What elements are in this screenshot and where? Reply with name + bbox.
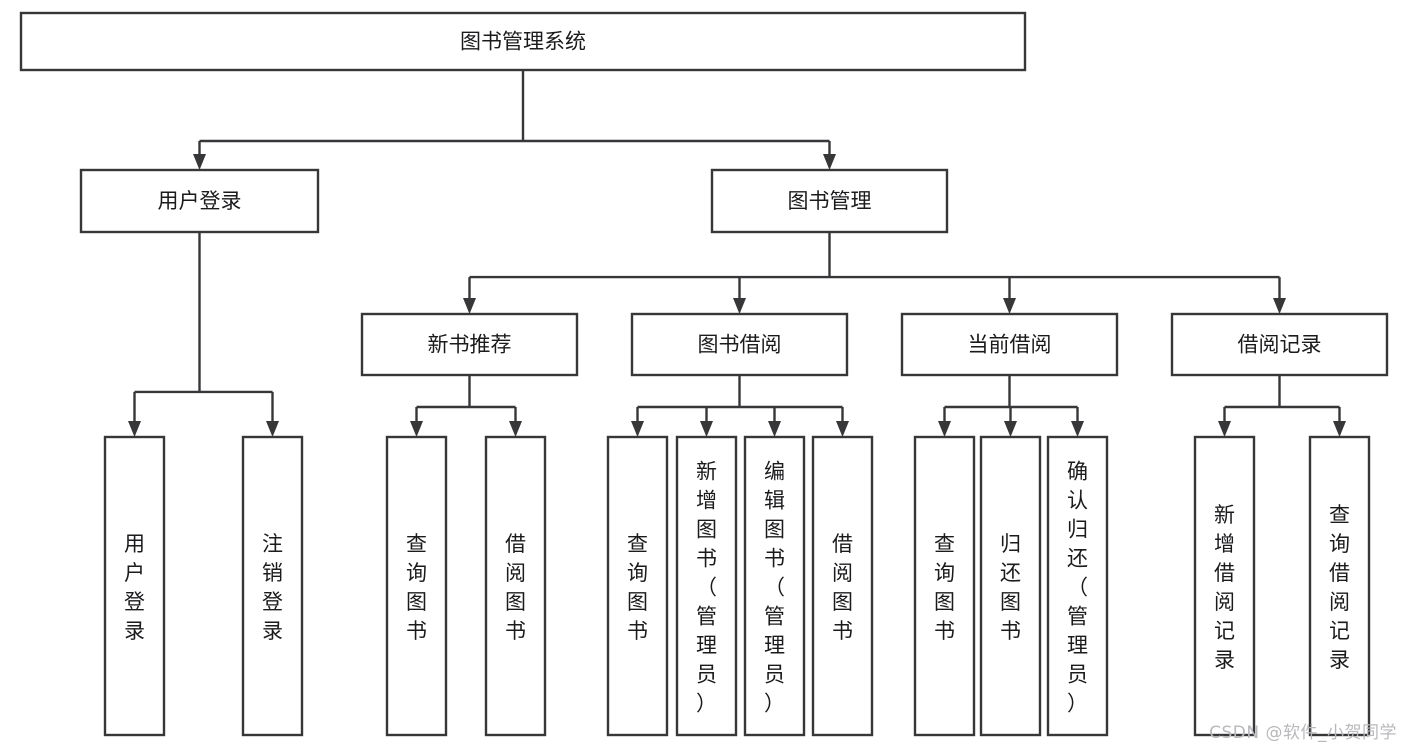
node-new-book-rec[interactable]: 新书推荐 [360,312,579,377]
node-leaf-user-login[interactable]: 用户登录 [103,435,166,737]
node-leaf-query-book-c[interactable]: 查询图书 [913,435,976,737]
node-box-leaf-add-book[interactable] [675,435,738,737]
node-label-leaf-query-book-b: 查询图书 [627,532,648,643]
edge-group-current-borrow [938,375,1084,437]
node-label-leaf-confirm-return: 确认归还（管理员） [1067,460,1088,716]
node-label-book-borrow: 图书借阅 [698,333,782,357]
node-leaf-return-book[interactable]: 归还图书 [979,435,1042,737]
node-label-user-login: 用户登录 [158,189,242,213]
node-box-leaf-return-book[interactable] [979,435,1042,737]
edge-group-new-book-rec [410,375,522,437]
node-leaf-add-book[interactable]: 新增图书（管理员） [675,435,738,737]
node-box-new-book-rec[interactable] [360,312,579,377]
node-leaf-borrow-book-b[interactable]: 借阅图书 [811,435,874,737]
node-box-root[interactable] [19,11,1027,72]
node-label-leaf-query-book-c: 查询图书 [934,532,955,643]
node-label-leaf-add-book: 新增图书（管理员） [696,460,717,716]
edge-group-borrow-record [1218,375,1346,437]
node-box-user-login[interactable] [79,168,320,234]
node-label-current-borrow: 当前借阅 [968,333,1052,357]
node-box-book-manage[interactable] [710,168,949,234]
nodes-layer: 图书管理系统用户登录图书管理新书推荐图书借阅当前借阅借阅记录用户登录注销登录查询… [19,11,1389,737]
node-box-leaf-edit-book[interactable] [743,435,806,737]
node-leaf-add-record[interactable]: 新增借阅记录 [1193,435,1256,737]
node-label-new-book-rec: 新书推荐 [428,333,512,357]
node-leaf-borrow-book-a[interactable]: 借阅图书 [484,435,547,737]
node-box-leaf-user-login[interactable] [103,435,166,737]
edge-group-book-borrow [631,375,849,437]
node-leaf-query-book-b[interactable]: 查询图书 [606,435,669,737]
node-box-leaf-borrow-book-b[interactable] [811,435,874,737]
node-label-borrow-record: 借阅记录 [1238,333,1322,357]
node-leaf-confirm-return[interactable]: 确认归还（管理员） [1046,435,1109,737]
node-box-leaf-logout[interactable] [241,435,304,737]
node-borrow-record[interactable]: 借阅记录 [1170,312,1389,377]
node-box-book-borrow[interactable] [630,312,849,377]
csdn-watermark: CSDN @软件_小贺同学 [1209,723,1397,743]
node-book-borrow[interactable]: 图书借阅 [630,312,849,377]
node-label-leaf-user-login: 用户登录 [124,532,145,643]
node-root[interactable]: 图书管理系统 [19,11,1027,72]
node-box-borrow-record[interactable] [1170,312,1389,377]
node-box-leaf-query-book-a[interactable] [385,435,448,737]
node-label-leaf-borrow-book-a: 借阅图书 [505,532,526,643]
node-leaf-edit-book[interactable]: 编辑图书（管理员） [743,435,806,737]
node-book-manage[interactable]: 图书管理 [710,168,949,234]
edge-group-root [193,70,836,170]
node-current-borrow[interactable]: 当前借阅 [900,312,1119,377]
edges-layer [128,70,1346,437]
node-label-leaf-logout: 注销登录 [262,532,283,643]
node-label-root: 图书管理系统 [460,30,586,54]
node-box-leaf-confirm-return[interactable] [1046,435,1109,737]
node-box-leaf-query-record[interactable] [1308,435,1371,737]
edge-group-book-manage [463,232,1286,314]
node-label-leaf-return-book: 归还图书 [1000,532,1021,643]
node-box-leaf-query-book-b[interactable] [606,435,669,737]
node-label-leaf-borrow-book-b: 借阅图书 [832,532,853,643]
node-label-leaf-query-record: 查询借阅记录 [1329,503,1350,672]
node-user-login[interactable]: 用户登录 [79,168,320,234]
node-label-leaf-query-book-a: 查询图书 [406,532,427,643]
node-label-leaf-add-record: 新增借阅记录 [1214,503,1235,672]
node-box-leaf-query-book-c[interactable] [913,435,976,737]
node-box-leaf-borrow-book-a[interactable] [484,435,547,737]
node-box-current-borrow[interactable] [900,312,1119,377]
node-label-book-manage: 图书管理 [788,189,872,213]
edge-group-user-login [128,232,279,437]
node-leaf-query-record[interactable]: 查询借阅记录 [1308,435,1371,737]
node-box-leaf-add-record[interactable] [1193,435,1256,737]
node-leaf-query-book-a[interactable]: 查询图书 [385,435,448,737]
node-leaf-logout[interactable]: 注销登录 [241,435,304,737]
node-label-leaf-edit-book: 编辑图书（管理员） [764,460,785,716]
